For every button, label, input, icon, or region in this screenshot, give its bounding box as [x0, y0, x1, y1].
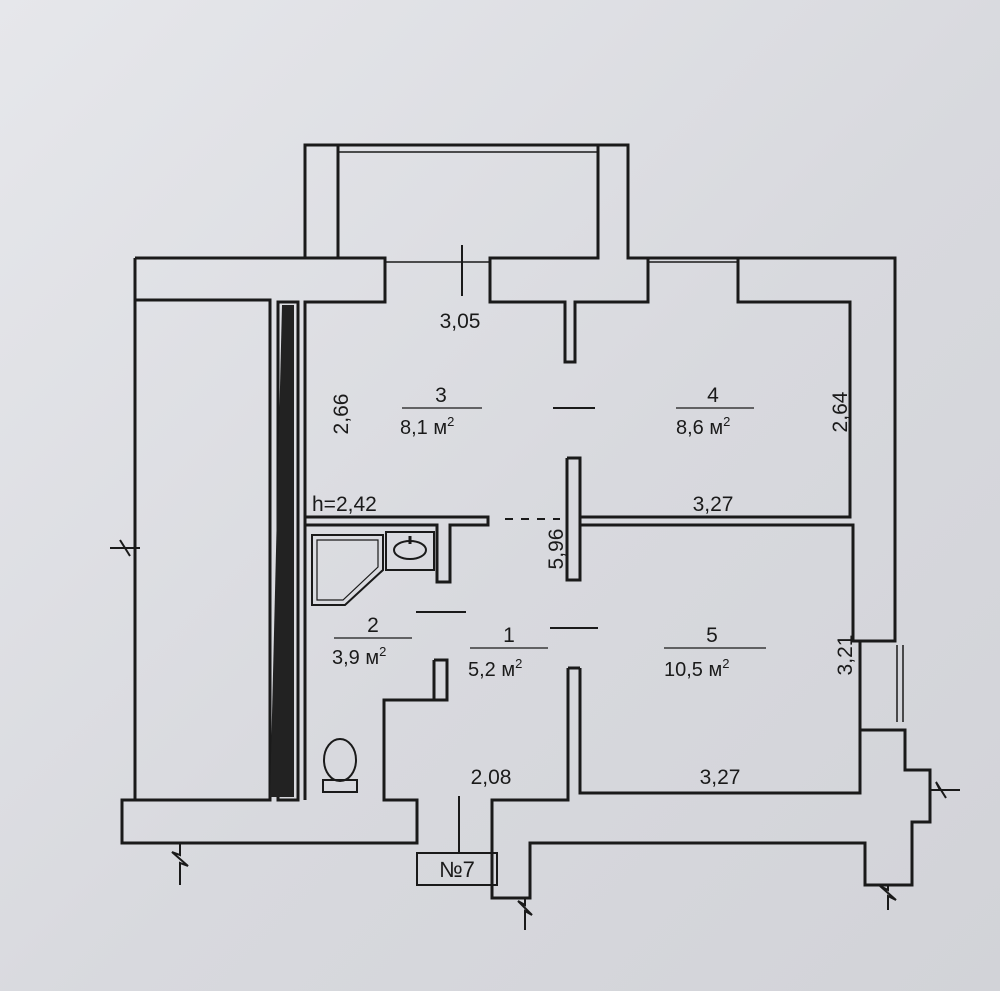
top-right-wall	[578, 256, 897, 643]
room-labels: 3 8,1 м2 4 8,6 м2 2 3,9 м2 1 5,2 м2 5 10…	[332, 384, 766, 681]
room-number: 4	[707, 384, 719, 407]
left-outer-wall	[135, 143, 340, 260]
fixtures	[311, 531, 435, 793]
room5-bottom-wall	[578, 668, 862, 795]
dimension-labels: 3,05 2,66 2,64 h=2,42 3,27 5,96 3,21 3,2…	[312, 310, 857, 789]
left-block-wall	[120, 258, 449, 845]
dim-total-length: 5,96	[545, 529, 568, 570]
break-mark-bottom-right	[879, 885, 897, 910]
dim-room4-height: 2,64	[829, 391, 852, 432]
room-number: 3	[435, 384, 447, 407]
apartment-tag: №7	[416, 852, 498, 886]
room-label-1: 1 5,2 м2	[468, 624, 548, 681]
room-area: 8,6 м2	[676, 414, 730, 439]
toilet-icon	[322, 738, 358, 793]
center-partition	[565, 456, 582, 582]
dim-room5-width: 3,27	[700, 766, 741, 789]
room-label-2: 2 3,9 м2	[332, 614, 412, 669]
walls	[120, 143, 932, 900]
room3-bottom-wall	[305, 515, 490, 584]
room-number: 2	[367, 614, 379, 637]
break-mark-right	[930, 781, 960, 799]
ventilation-shaft	[270, 305, 294, 797]
room5-left-wall	[515, 668, 570, 802]
break-marks	[110, 539, 960, 930]
break-mark-bottom-left	[171, 843, 189, 885]
balcony-right-wall	[488, 143, 650, 364]
break-mark-bottom-center	[517, 898, 533, 930]
dim-balcony-width: 3,05	[440, 310, 481, 333]
sink-icon	[385, 531, 435, 571]
dim-room5-height: 3,21	[834, 635, 857, 676]
balcony-left-wall	[303, 145, 387, 800]
room-label-4: 4 8,6 м2	[676, 384, 754, 439]
room-number: 1	[503, 624, 515, 647]
break-mark-left	[110, 539, 140, 557]
dim-ceiling-height: h=2,42	[312, 493, 377, 516]
room-area: 3,9 м2	[332, 644, 386, 669]
right-lower-wall	[490, 639, 932, 900]
room-label-3: 3 8,1 м2	[400, 384, 482, 439]
room-area: 10,5 м2	[664, 656, 729, 681]
apartment-number: №7	[439, 857, 475, 882]
dim-room3-height: 2,66	[330, 394, 353, 435]
room-label-5: 5 10,5 м2	[664, 624, 766, 681]
door-markers	[416, 245, 598, 853]
room-number: 5	[706, 624, 718, 647]
shower-icon	[311, 534, 384, 606]
room-area: 8,1 м2	[400, 414, 454, 439]
dim-room4-width: 3,27	[693, 493, 734, 516]
dim-entry-width: 2,08	[471, 766, 512, 789]
room-area: 5,2 м2	[468, 656, 522, 681]
